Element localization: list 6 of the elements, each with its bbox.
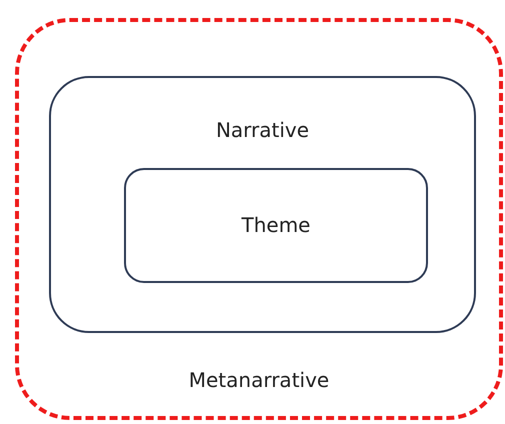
rounded-box <box>124 168 428 283</box>
node-label: Narrative <box>216 118 310 142</box>
rounded-box <box>49 76 476 333</box>
dashed-boundary <box>15 18 503 420</box>
node-label: Theme <box>242 212 310 236</box>
node-label: Metanarrative <box>188 368 330 392</box>
